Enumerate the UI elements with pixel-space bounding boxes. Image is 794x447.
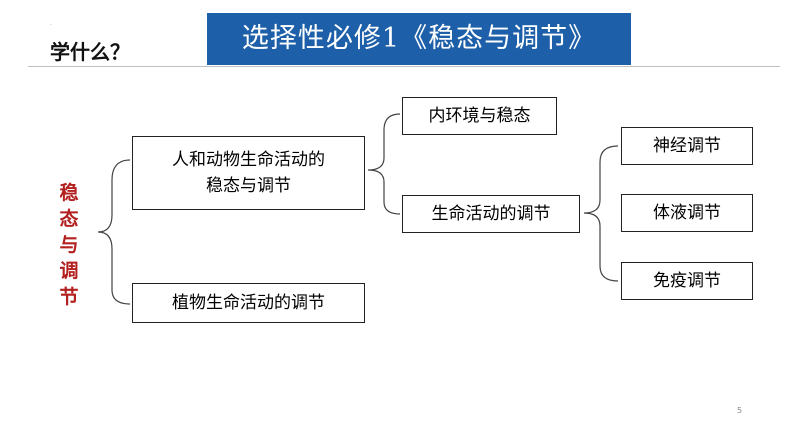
side-label-char: 稳 bbox=[59, 182, 79, 204]
node-humoral-regulation: 体液调节 bbox=[621, 194, 753, 232]
node-plant-regulation: 植物生命活动的调节 bbox=[132, 283, 365, 323]
page-number: 5 bbox=[737, 406, 743, 415]
side-label-char: 态 bbox=[59, 208, 79, 230]
decor-dot: · bbox=[50, 22, 52, 29]
title-banner: 选择性必修1《稳态与调节》 bbox=[207, 13, 631, 65]
side-label: 稳 态 与 调 节 bbox=[56, 180, 82, 310]
header-divider bbox=[28, 66, 780, 67]
slide-label: 学什么？ bbox=[50, 40, 130, 64]
node-internal-environment: 内环境与稳态 bbox=[402, 97, 557, 135]
side-label-char: 与 bbox=[59, 234, 79, 256]
node-immune-regulation: 免疫调节 bbox=[621, 262, 753, 300]
side-label-char: 节 bbox=[59, 286, 79, 308]
node-life-regulation: 生命活动的调节 bbox=[402, 195, 580, 233]
brace-root bbox=[97, 159, 131, 305]
node-animal-regulation: 人和动物生命活动的 稳态与调节 bbox=[132, 136, 365, 210]
node-text-line: 稳态与调节 bbox=[206, 176, 291, 196]
brace-life bbox=[583, 145, 619, 282]
node-text-line: 人和动物生命活动的 bbox=[172, 150, 325, 170]
brace-animal bbox=[367, 113, 401, 215]
side-label-char: 调 bbox=[59, 260, 79, 282]
node-nerve-regulation: 神经调节 bbox=[621, 127, 753, 165]
